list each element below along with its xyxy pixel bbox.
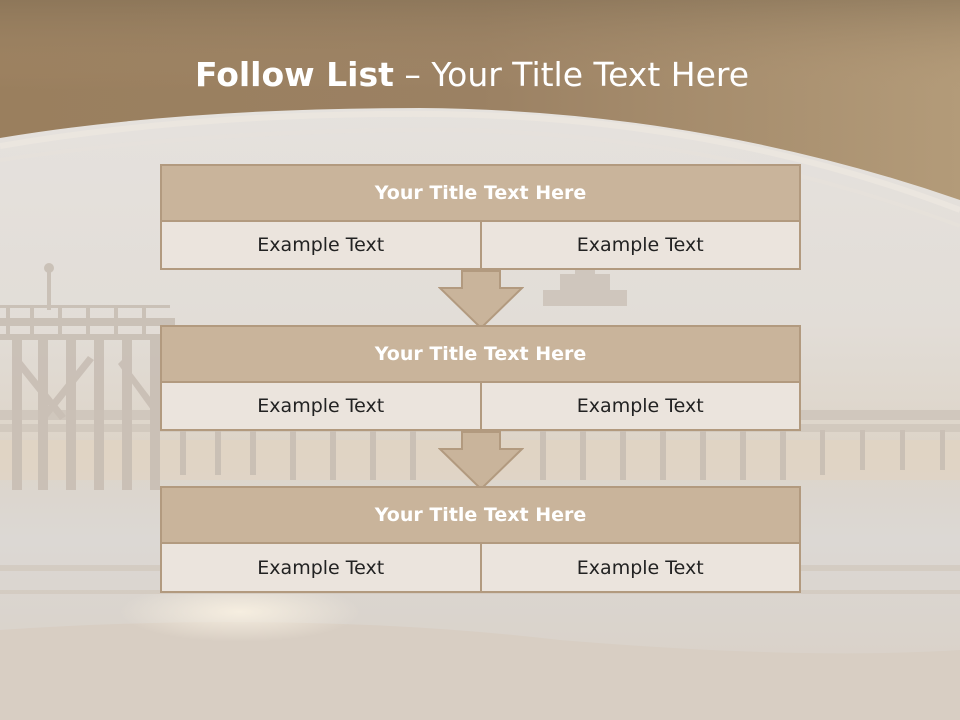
step-box-3-title: Your Title Text Here	[162, 488, 799, 544]
step-box-3: Your Title Text Here Example Text Exampl…	[160, 486, 801, 593]
step-box-1-row: Example Text Example Text	[162, 222, 799, 268]
step-box-2-title: Your Title Text Here	[162, 327, 799, 383]
step-box-2: Your Title Text Here Example Text Exampl…	[160, 325, 801, 431]
step-box-1-title: Your Title Text Here	[162, 166, 799, 222]
step-box-3-left-cell: Example Text	[257, 556, 385, 579]
down-arrow-icon	[438, 270, 524, 330]
slide-title-main: Follow List	[194, 55, 394, 94]
step-box-3-row: Example Text Example Text	[162, 544, 799, 591]
step-box-2-right-cell: Example Text	[479, 383, 800, 429]
step-box-2-left-cell: Example Text	[257, 395, 385, 417]
slide-title-subtitle: – Your Title Text Here	[393, 55, 750, 94]
step-box-3-right-cell: Example Text	[479, 544, 800, 591]
step-box-1-right-cell: Example Text	[479, 222, 800, 268]
step-box-1-left-cell: Example Text	[257, 234, 385, 256]
step-box-2-row: Example Text Example Text	[162, 383, 799, 429]
slide-title: Follow List – Your Title Text Here	[0, 54, 944, 96]
step-box-1: Your Title Text Here Example Text Exampl…	[160, 164, 801, 270]
down-arrow-icon	[438, 431, 524, 491]
